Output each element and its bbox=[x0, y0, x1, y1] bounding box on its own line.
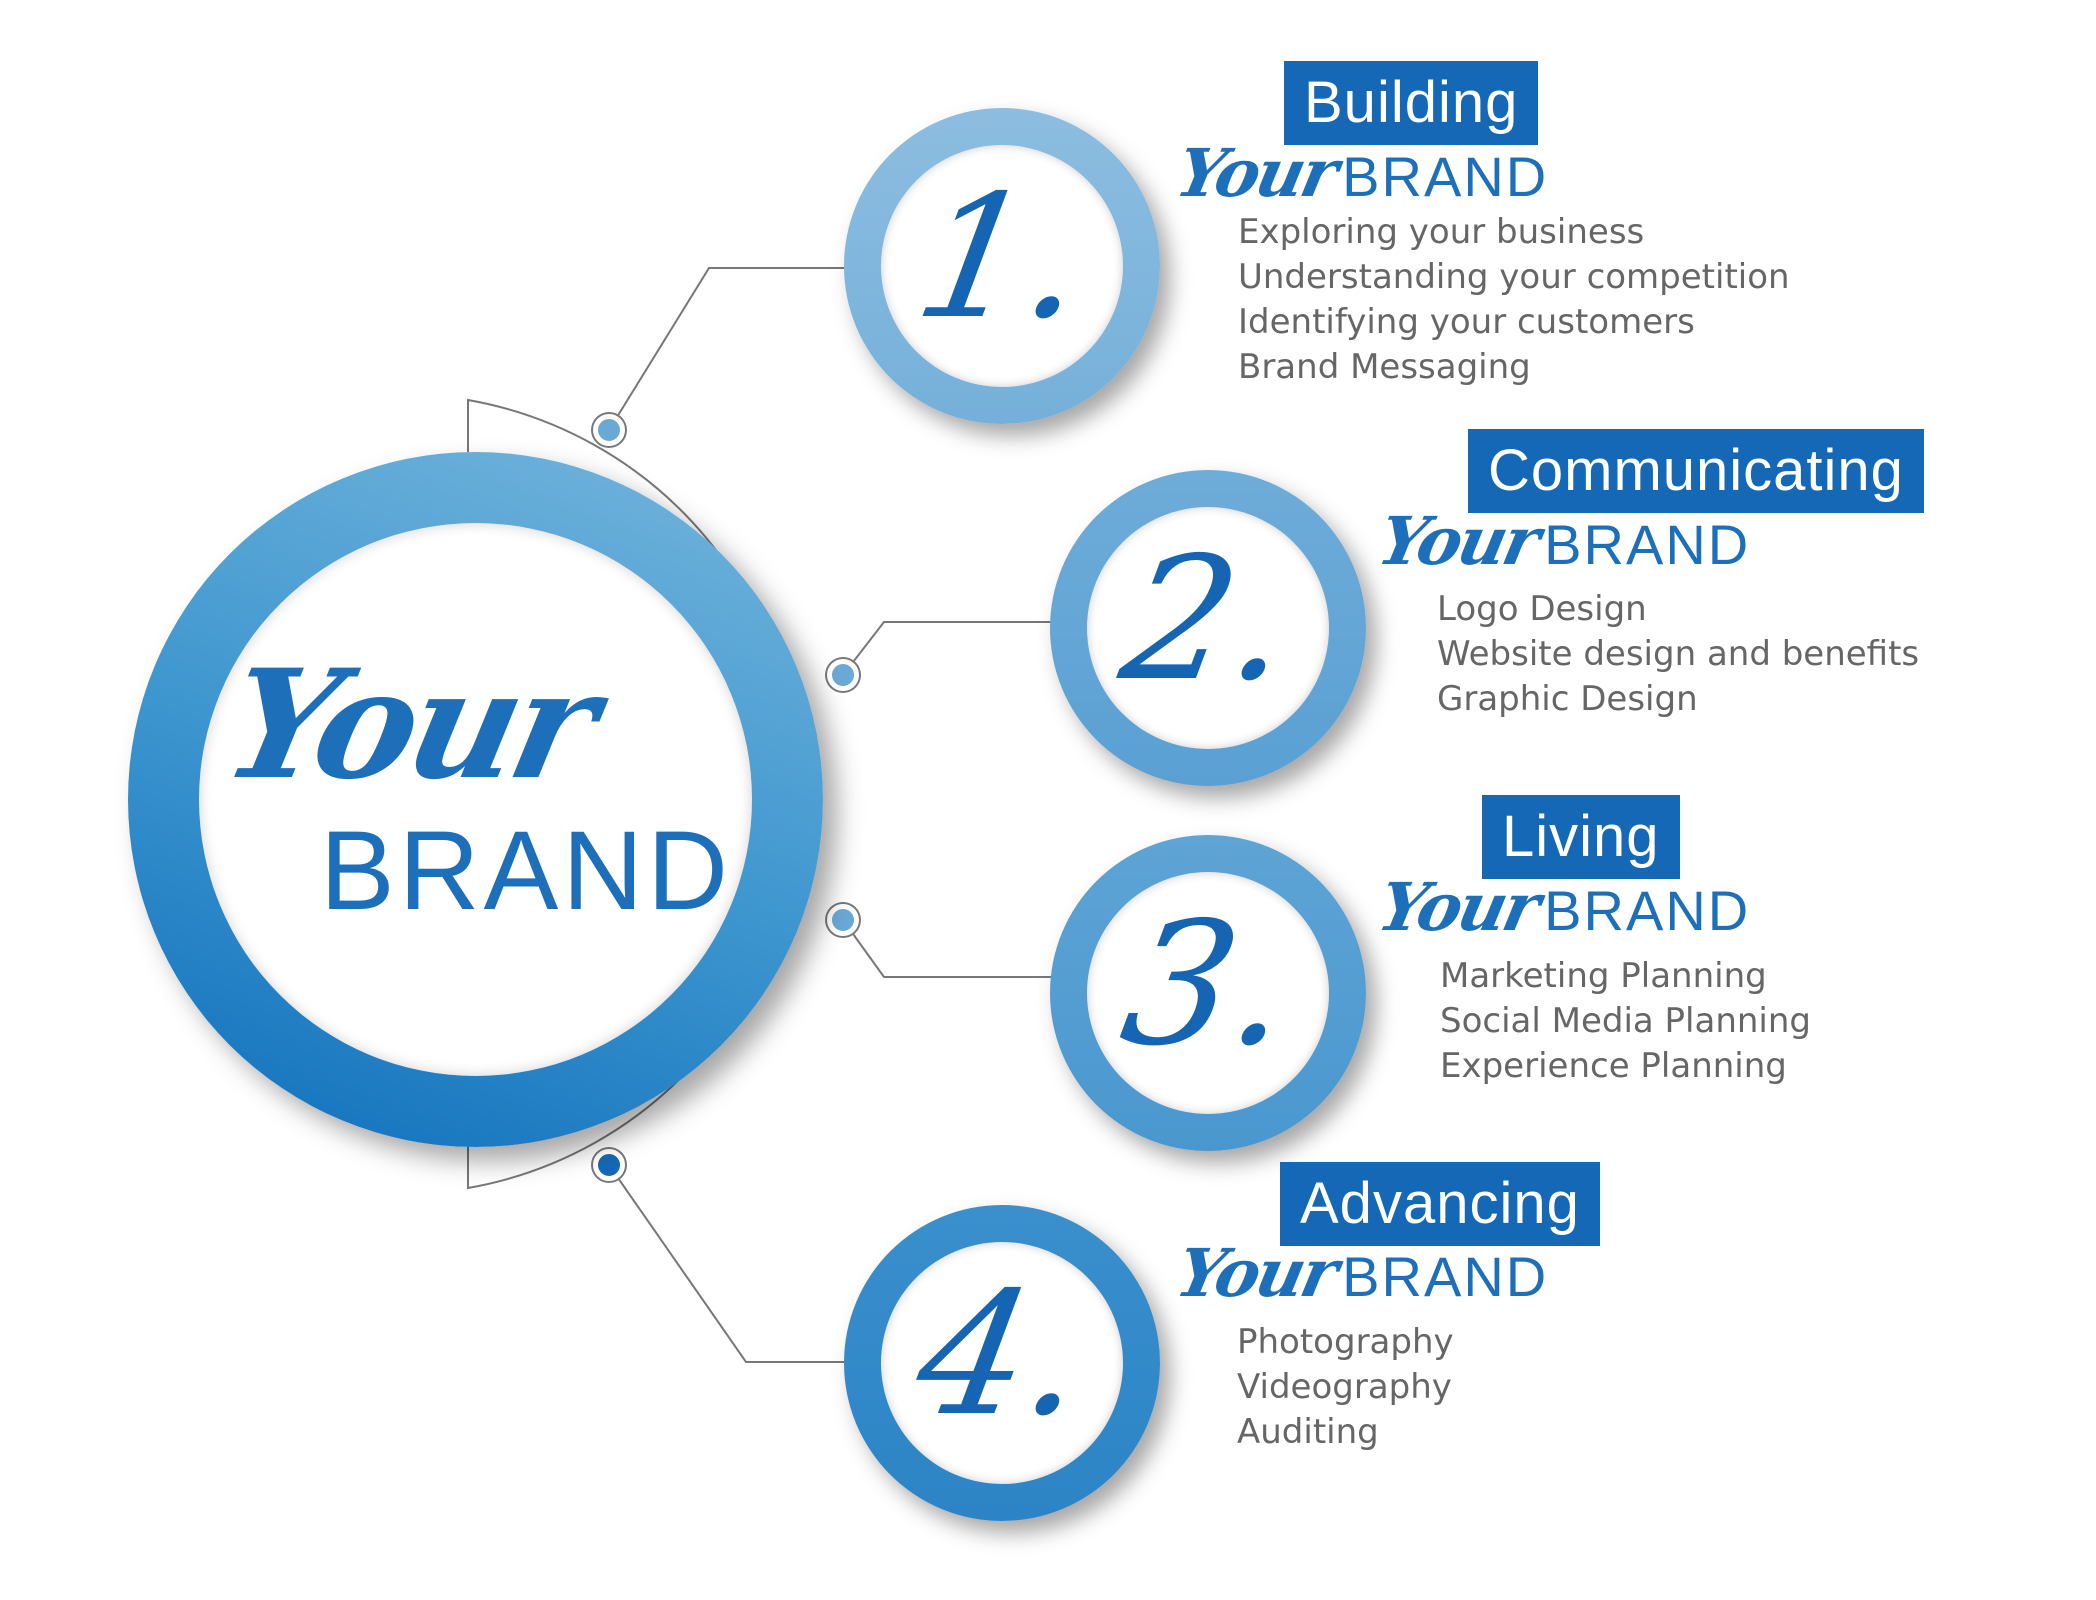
step-2-heading: Communicating bbox=[1468, 429, 1924, 513]
step-4-list: Photography Videography Auditing bbox=[1237, 1320, 1454, 1455]
step-3-number: 3. bbox=[1109, 886, 1307, 1084]
step-1-heading: Building bbox=[1284, 61, 1539, 145]
step-2-brand-word: BRAND bbox=[1544, 513, 1751, 576]
list-item: Experience Planning bbox=[1440, 1046, 1787, 1086]
step-1-circle: 1. bbox=[844, 108, 1160, 424]
hub-circle bbox=[128, 452, 823, 1147]
step-4-number: 4. bbox=[903, 1256, 1101, 1454]
step-1-subheading: YourBRAND bbox=[1170, 134, 1549, 212]
step-4-brand-word: BRAND bbox=[1342, 1245, 1549, 1308]
step-3-circle: 3. bbox=[1050, 835, 1366, 1151]
connector-dot-3 bbox=[827, 904, 859, 936]
connector-dot-4 bbox=[593, 1149, 625, 1181]
step-1-list: Exploring your business Understanding yo… bbox=[1238, 210, 1790, 390]
step-2-number: 2. bbox=[1109, 521, 1307, 719]
step-2-circle: 2. bbox=[1050, 470, 1366, 786]
step-3-script-word: Your bbox=[1371, 868, 1545, 946]
list-item: Photography bbox=[1237, 1322, 1454, 1362]
hub-brand-word: BRAND bbox=[320, 808, 733, 933]
connector-3 bbox=[842, 919, 1068, 978]
list-item: Marketing Planning bbox=[1440, 956, 1767, 996]
hub-script-word: Your bbox=[211, 637, 607, 813]
list-item: Understanding your competition bbox=[1238, 257, 1790, 297]
connector-4 bbox=[608, 1164, 862, 1363]
step-1-number: 1. bbox=[903, 159, 1101, 357]
list-item: Website design and benefits bbox=[1437, 634, 1920, 674]
hub-inner bbox=[199, 523, 752, 1076]
list-item: Exploring your business bbox=[1238, 212, 1645, 252]
connector-dot-1 bbox=[593, 414, 625, 446]
list-item: Logo Design bbox=[1437, 589, 1647, 629]
step-1-brand-word: BRAND bbox=[1342, 145, 1549, 208]
step-4-script-word: Your bbox=[1169, 1234, 1343, 1312]
step-3-subheading: YourBRAND bbox=[1372, 868, 1751, 946]
step-2-subheading: YourBRAND bbox=[1372, 502, 1751, 580]
list-item: Identifying your customers bbox=[1238, 302, 1695, 342]
list-item: Videography bbox=[1237, 1367, 1452, 1407]
step-2-script-word: Your bbox=[1371, 502, 1545, 580]
step-2-list: Logo Design Website design and benefits … bbox=[1437, 587, 1919, 722]
step-3-list: Marketing Planning Social Media Planning… bbox=[1440, 954, 1811, 1089]
connector-dot-2 bbox=[827, 659, 859, 691]
list-item: Graphic Design bbox=[1437, 679, 1698, 719]
step-4-circle: 4. bbox=[844, 1205, 1160, 1521]
step-3-heading: Living bbox=[1482, 795, 1680, 879]
step-1-script-word: Your bbox=[1169, 134, 1343, 212]
step-4-heading: Advancing bbox=[1280, 1162, 1600, 1246]
step-3-brand-word: BRAND bbox=[1544, 879, 1751, 942]
connector-1 bbox=[608, 267, 862, 431]
list-item: Auditing bbox=[1237, 1412, 1379, 1452]
step-4-subheading: YourBRAND bbox=[1170, 1234, 1549, 1312]
connector-2 bbox=[842, 621, 1068, 676]
list-item: Social Media Planning bbox=[1440, 1001, 1811, 1041]
list-item: Brand Messaging bbox=[1238, 347, 1531, 387]
